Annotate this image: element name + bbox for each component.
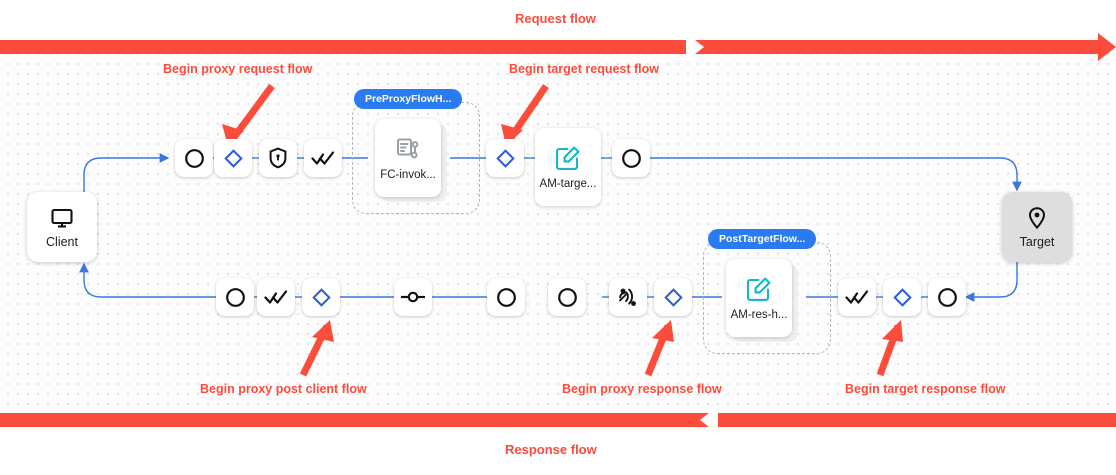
request-flow-label: Request flow — [515, 11, 596, 26]
policy-card-fc-invoke-label: FC-invok... — [380, 168, 436, 181]
endpoint-client-label: Client — [46, 234, 78, 249]
annotation-begin-proxy-request-flow: Begin proxy request flow — [163, 62, 313, 76]
node-response-circle-2[interactable] — [487, 278, 525, 316]
policy-card-fc-invoke[interactable]: FC-invok... — [375, 119, 441, 197]
node-request-double-check[interactable] — [304, 139, 342, 177]
circle-icon — [621, 148, 642, 169]
node-response-circle-3[interactable] — [548, 278, 586, 316]
diamond-icon — [223, 148, 243, 168]
monitor-icon — [50, 206, 74, 230]
diamond-icon — [892, 287, 912, 307]
shield-icon — [268, 147, 288, 169]
request-flow-bar — [0, 33, 1116, 61]
circle-icon — [557, 287, 578, 308]
double-check-icon — [311, 149, 335, 167]
request-flow-bar-shaft — [0, 40, 1098, 54]
circle-icon — [184, 148, 205, 169]
diamond-icon — [663, 287, 683, 307]
node-request-circle-start[interactable] — [175, 139, 213, 177]
response-flow-bar — [0, 406, 1116, 434]
response-flow-bar-notch — [700, 406, 718, 434]
node-begin-target-response-flow[interactable] — [883, 278, 921, 316]
group-badge-post-target-flow-hook[interactable]: PostTargetFlow... — [708, 229, 817, 249]
diamond-icon — [495, 148, 515, 168]
double-check-icon — [845, 288, 869, 306]
annotation-arrow-target-response — [876, 320, 903, 377]
policy-card-am-target-label: AM-targe... — [539, 177, 597, 190]
node-begin-proxy-post-client-flow[interactable] — [302, 278, 340, 316]
node-response-connector[interactable] — [394, 278, 432, 316]
location-pin-icon — [1026, 206, 1048, 230]
node-begin-proxy-request-flow[interactable] — [214, 139, 252, 177]
connector-icon — [400, 289, 426, 305]
annotation-arrow-proxy-response — [644, 320, 674, 377]
node-response-circle-4[interactable] — [928, 278, 966, 316]
flow-callout-icon — [395, 136, 421, 162]
policy-card-am-res-h-label: AM-res-h... — [730, 308, 788, 321]
group-badge-pre-proxy-flow-hook[interactable]: PreProxyFlowH... — [354, 89, 463, 109]
annotation-begin-target-request-flow: Begin target request flow — [509, 62, 660, 76]
annotation-begin-proxy-post-client-flow: Begin proxy post client flow — [200, 382, 367, 396]
request-flow-bar-notch — [686, 33, 704, 61]
response-flow-label: Response flow — [505, 442, 597, 457]
node-begin-proxy-response-flow[interactable] — [654, 278, 692, 316]
policy-card-am-target[interactable]: AM-targe... — [535, 128, 601, 206]
policy-card-am-res-h[interactable]: AM-res-h... — [726, 259, 792, 337]
annotation-begin-target-response-flow: Begin target response flow — [845, 382, 1006, 396]
endpoint-target-label: Target — [1019, 234, 1055, 249]
circle-icon — [496, 287, 517, 308]
node-request-shield[interactable] — [259, 139, 297, 177]
diagram-canvas — [0, 46, 1116, 406]
node-begin-target-request-flow[interactable] — [486, 139, 524, 177]
diamond-icon — [311, 287, 331, 307]
circle-icon — [225, 287, 246, 308]
node-response-broadcast[interactable] — [609, 278, 647, 316]
annotation-begin-proxy-response-flow: Begin proxy response flow — [562, 382, 722, 396]
node-response-double-check-1[interactable] — [257, 278, 295, 316]
annotation-arrow-proxy-request — [222, 83, 275, 146]
endpoint-client[interactable]: Client — [27, 192, 97, 262]
node-request-circle-end[interactable] — [612, 139, 650, 177]
assign-message-icon — [746, 276, 772, 302]
assign-message-icon — [555, 145, 581, 171]
circle-icon — [937, 287, 958, 308]
annotation-arrow-proxy-post-client — [299, 320, 334, 377]
endpoint-target[interactable]: Target — [1002, 192, 1072, 262]
broadcast-icon — [617, 286, 640, 309]
response-flow-bar-shaft — [0, 413, 1116, 427]
node-response-circle-1[interactable] — [216, 278, 254, 316]
node-response-double-check-2[interactable] — [838, 278, 876, 316]
request-flow-arrowhead — [1098, 33, 1116, 61]
double-check-icon — [264, 288, 288, 306]
